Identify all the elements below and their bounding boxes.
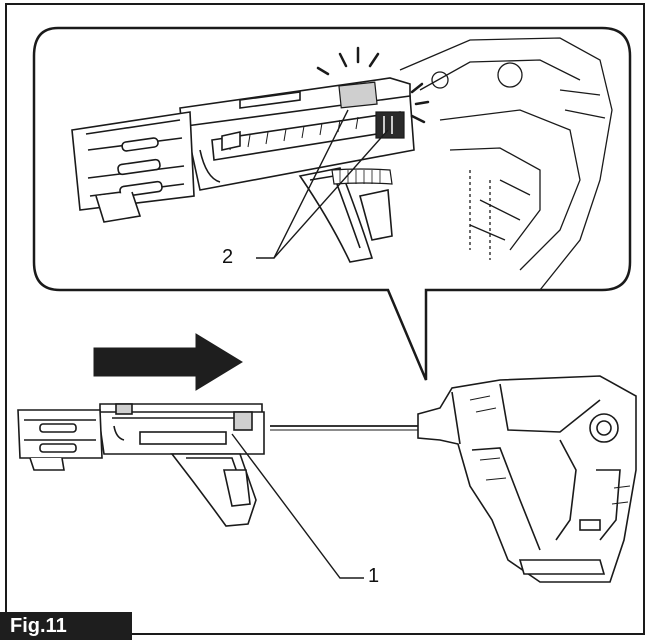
release-tab-side [375,111,405,139]
right-arrow-icon [93,333,243,391]
release-tab-top [338,81,378,109]
attachment-assembly [17,403,265,527]
click-spark-marks [316,46,430,124]
callout-1-leader [231,433,364,579]
screwdriver-body [417,375,637,583]
callout-label-1: 1 [368,565,380,587]
release-tab-side-detail [383,116,393,134]
detail-tool-housing [399,37,613,291]
callout-2-leaders [256,109,389,259]
detail-attachment [71,77,415,263]
figure-label: Fig.11 [0,612,132,640]
callout-label-2: 2 [222,246,234,268]
outer-border [5,3,645,635]
